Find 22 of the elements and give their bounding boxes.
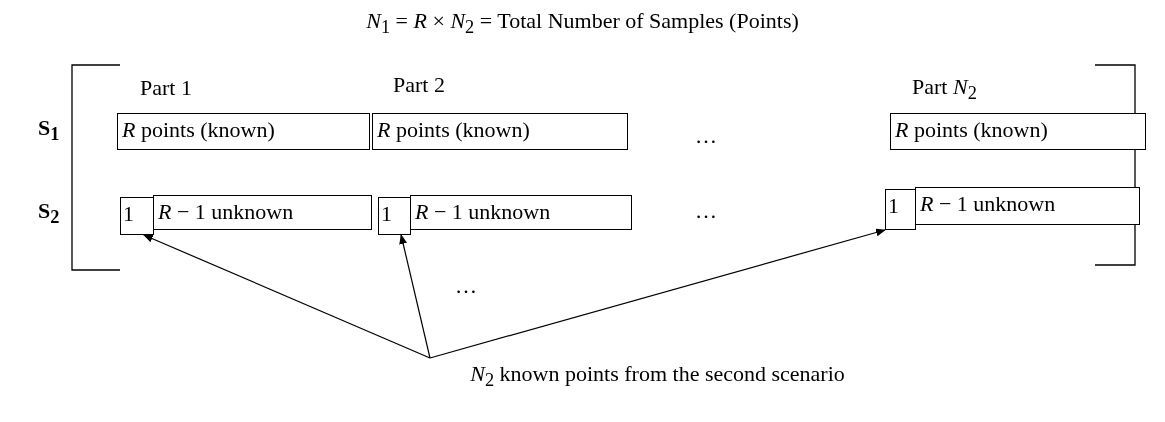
known-point-box: 1 (885, 189, 916, 230)
ellipsis: … (695, 123, 717, 149)
part-label: Part 1 (140, 75, 192, 101)
known-point-box: 1 (120, 197, 154, 235)
unknown-points-box: R − 1 unknown (410, 195, 632, 230)
known-point-box: 1 (378, 197, 411, 235)
row-label: S$_{1}$ (38, 115, 60, 146)
title: N$_{1}$ = R × N$_{2}$ = Total Number of Samples (Points) (365, 8, 800, 39)
row-label: S$_{2}$ (38, 198, 60, 229)
part-label: Part N$_{2}$ (912, 74, 977, 105)
ellipsis: … (695, 198, 717, 224)
unknown-points-box: R − 1 unknown (915, 187, 1140, 225)
known-points-box: R points (known) (372, 113, 628, 150)
arrow (142, 234, 431, 359)
arrow (429, 228, 886, 359)
arrow (399, 234, 431, 359)
known-points-box: R points (known) (890, 113, 1146, 150)
part-label: Part 2 (393, 72, 445, 98)
known-points-box: R points (known) (117, 113, 370, 150)
unknown-points-box: R − 1 unknown (153, 195, 372, 230)
annotation-text: N$_{2}$ known points from the second scenario (0, 360, 1165, 395)
ellipsis: … (455, 273, 477, 299)
